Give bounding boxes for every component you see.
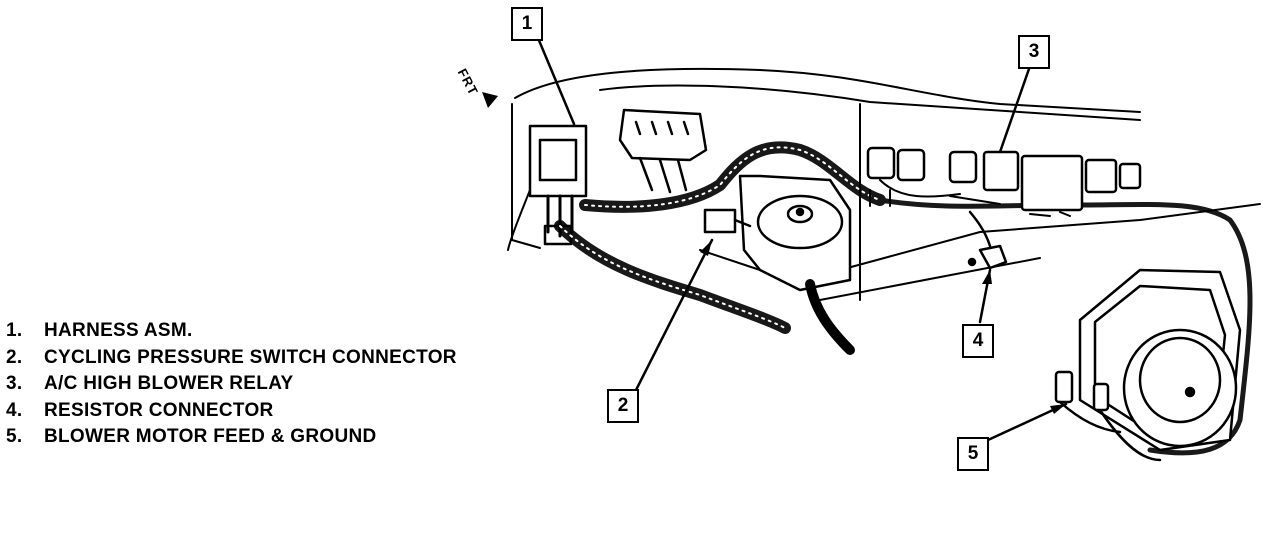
legend-number: 3.: [6, 373, 23, 394]
leader-arrowheads: [700, 240, 1066, 414]
legend-item: 4. RESISTOR CONNECTOR: [6, 398, 457, 425]
callout-1: 1: [511, 7, 543, 41]
legend-number: 4.: [6, 399, 23, 421]
legend-label: CYCLING PRESSURE SWITCH CONNECTOR: [44, 346, 457, 368]
legend-number: 2.: [6, 346, 23, 368]
relay-pins: [869, 179, 1071, 217]
bulkhead-connector: [618, 108, 708, 194]
legend-label: HARNESS ASM.: [44, 320, 193, 341]
harness-loom-hatching: [559, 146, 881, 329]
legend-label: RESISTOR CONNECTOR: [44, 399, 274, 421]
callout-3: 3: [1018, 35, 1050, 69]
legend-item: 1. HARNESS ASM.: [6, 318, 457, 345]
blower-feed-ground-terminals: [1054, 370, 1122, 434]
relay-row: [866, 146, 1142, 212]
parts-legend: 1. HARNESS ASM. 2. CYCLING PRESSURE SWITCH…: [6, 318, 457, 451]
blower-motor: [1078, 268, 1242, 462]
accumulator: [738, 174, 855, 355]
legend-label: BLOWER MOTOR FEED & GROUND: [44, 426, 377, 447]
callout-2: 2: [607, 389, 639, 423]
legend-item: 3. A/C HIGH BLOWER RELAY: [6, 371, 457, 398]
front-arrow-icon: [482, 92, 498, 108]
leader-lines: [536, 36, 1068, 442]
resistor-connector: [967, 210, 1008, 270]
callout-4: 4: [962, 324, 994, 358]
callout-5: 5: [957, 437, 989, 471]
dash-panel: [507, 67, 1261, 301]
legend-number: 1.: [6, 320, 23, 341]
legend-label: A/C HIGH BLOWER RELAY: [44, 373, 294, 394]
legend-item: 2. CYCLING PRESSURE SWITCH CONNECTOR: [6, 345, 457, 372]
cycling-switch-connector: [703, 208, 752, 234]
legend-number: 5.: [6, 426, 23, 447]
legend-item: 5. BLOWER MOTOR FEED & GROUND: [6, 424, 457, 451]
